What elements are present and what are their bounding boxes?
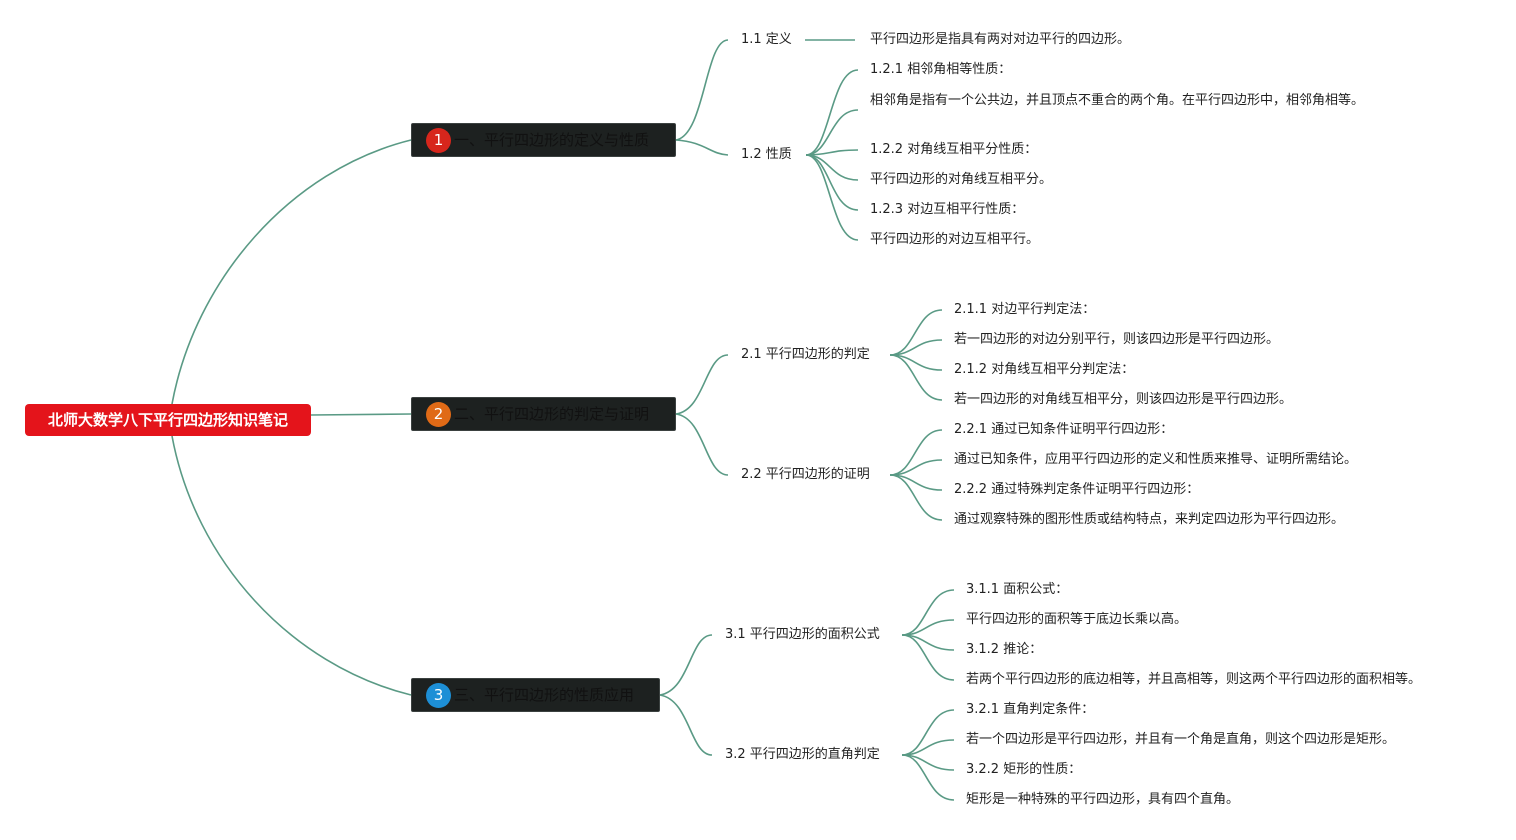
- connector-t12-leaf-6: [805, 154, 859, 241]
- connector-root-branch-2: [310, 413, 412, 416]
- leaf-3-2-1[interactable]: 3.2.1 直角判定条件：: [966, 702, 1095, 717]
- leaf-1-2-2[interactable]: 相邻角是指有一个公共边，并且顶点不重合的两个角。在平行四边形中，相邻角相等。: [870, 93, 1365, 108]
- leaf-2-1-4[interactable]: 若一四边形的对角线互相平分，则该四边形是平行四边形。: [954, 392, 1293, 407]
- branch-node-3[interactable]: 3 三、平行四边形的性质应用: [411, 678, 660, 712]
- branch-node-1[interactable]: 1 一、平行四边形的定义与性质: [411, 123, 676, 157]
- connector-t32-leaf-4: [901, 754, 955, 801]
- topic-3-1[interactable]: 3.1 平行四边形的面积公式: [725, 627, 880, 642]
- number-badge-1: 1: [426, 128, 451, 153]
- connector-t31-leaf-4: [901, 634, 955, 681]
- leaf-3-1-3[interactable]: 3.1.2 推论：: [966, 642, 1043, 657]
- leaf-3-1-2[interactable]: 平行四边形的面积等于底边长乘以高。: [966, 612, 1188, 627]
- connector-t22-leaf-4: [889, 474, 943, 521]
- leaf-2-2-4[interactable]: 通过观察特殊的图形性质或结构特点，来判定四边形为平行四边形。: [954, 512, 1345, 527]
- leaf-1-2-4[interactable]: 平行四边形的对角线互相平分。: [870, 172, 1053, 187]
- connector-t21-leaf-1: [889, 309, 943, 356]
- connector-t12-leaf-2: [805, 109, 859, 156]
- topic-3-2[interactable]: 3.2 平行四边形的直角判定: [725, 747, 880, 762]
- connector-t12-leaf-1: [805, 69, 859, 156]
- connector-root-branch-1: [171, 139, 412, 405]
- connector-b2-t1: [675, 354, 729, 415]
- topic-1-2[interactable]: 1.2 性质: [741, 147, 792, 162]
- leaf-2-1-1[interactable]: 2.1.1 对边平行判定法：: [954, 302, 1096, 317]
- branch-label-2: 二、平行四边形的判定与证明: [454, 405, 650, 423]
- topic-2-2[interactable]: 2.2 平行四边形的证明: [741, 467, 870, 482]
- leaf-2-2-3[interactable]: 2.2.2 通过特殊判定条件证明平行四边形：: [954, 482, 1200, 497]
- leaf-2-2-2[interactable]: 通过已知条件，应用平行四边形的定义和性质来推导、证明所需结论。: [954, 452, 1358, 467]
- number-badge-2: 2: [426, 402, 451, 427]
- leaf-1-2-6[interactable]: 平行四边形的对边互相平行。: [870, 232, 1040, 247]
- connector-b3-t2: [659, 694, 713, 756]
- connector-b2-t2: [675, 413, 729, 476]
- leaf-2-1-2[interactable]: 若一四边形的对边分别平行，则该四边形是平行四边形。: [954, 332, 1280, 347]
- connector-b1-t1: [675, 39, 729, 141]
- leaf-3-1-4[interactable]: 若两个平行四边形的底边相等，并且高相等，则这两个平行四边形的面积相等。: [966, 672, 1422, 687]
- connector-t21-leaf-4: [889, 354, 943, 401]
- connector-t32-leaf-1: [901, 709, 955, 756]
- connector-t31-leaf-1: [901, 589, 955, 636]
- leaf-2-1-3[interactable]: 2.1.2 对角线互相平分判定法：: [954, 362, 1135, 377]
- leaf-1-2-1[interactable]: 1.2.1 相邻角相等性质：: [870, 62, 1012, 77]
- root-node[interactable]: 北师大数学八下平行四边形知识笔记: [25, 404, 311, 436]
- leaf-1-2-3[interactable]: 1.2.2 对角线互相平分性质：: [870, 142, 1038, 157]
- connector-t22-leaf-1: [889, 429, 943, 476]
- branch-node-2[interactable]: 2 二、平行四边形的判定与证明: [411, 397, 676, 431]
- connector-root-branch-3: [171, 435, 412, 696]
- leaf-3-2-3[interactable]: 3.2.2 矩形的性质：: [966, 762, 1082, 777]
- number-badge-3: 3: [426, 683, 451, 708]
- leaf-3-2-2[interactable]: 若一个四边形是平行四边形，并且有一个角是直角，则这个四边形是矩形。: [966, 732, 1396, 747]
- branch-label-1: 一、平行四边形的定义与性质: [454, 131, 650, 149]
- leaf-2-2-1[interactable]: 2.2.1 通过已知条件证明平行四边形：: [954, 422, 1174, 437]
- leaf-1-1-1[interactable]: 平行四边形是指具有两对对边平行的四边形。: [870, 32, 1131, 47]
- topic-2-1[interactable]: 2.1 平行四边形的判定: [741, 347, 870, 362]
- branch-label-3: 三、平行四边形的性质应用: [454, 686, 635, 704]
- topic-1-1[interactable]: 1.1 定义: [741, 32, 792, 47]
- connector-b3-t1: [659, 634, 713, 696]
- leaf-3-2-4[interactable]: 矩形是一种特殊的平行四边形，具有四个直角。: [966, 792, 1240, 807]
- leaf-3-1-1[interactable]: 3.1.1 面积公式：: [966, 582, 1069, 597]
- leaf-1-2-5[interactable]: 1.2.3 对边互相平行性质：: [870, 202, 1025, 217]
- connector-b1-t2: [675, 139, 729, 156]
